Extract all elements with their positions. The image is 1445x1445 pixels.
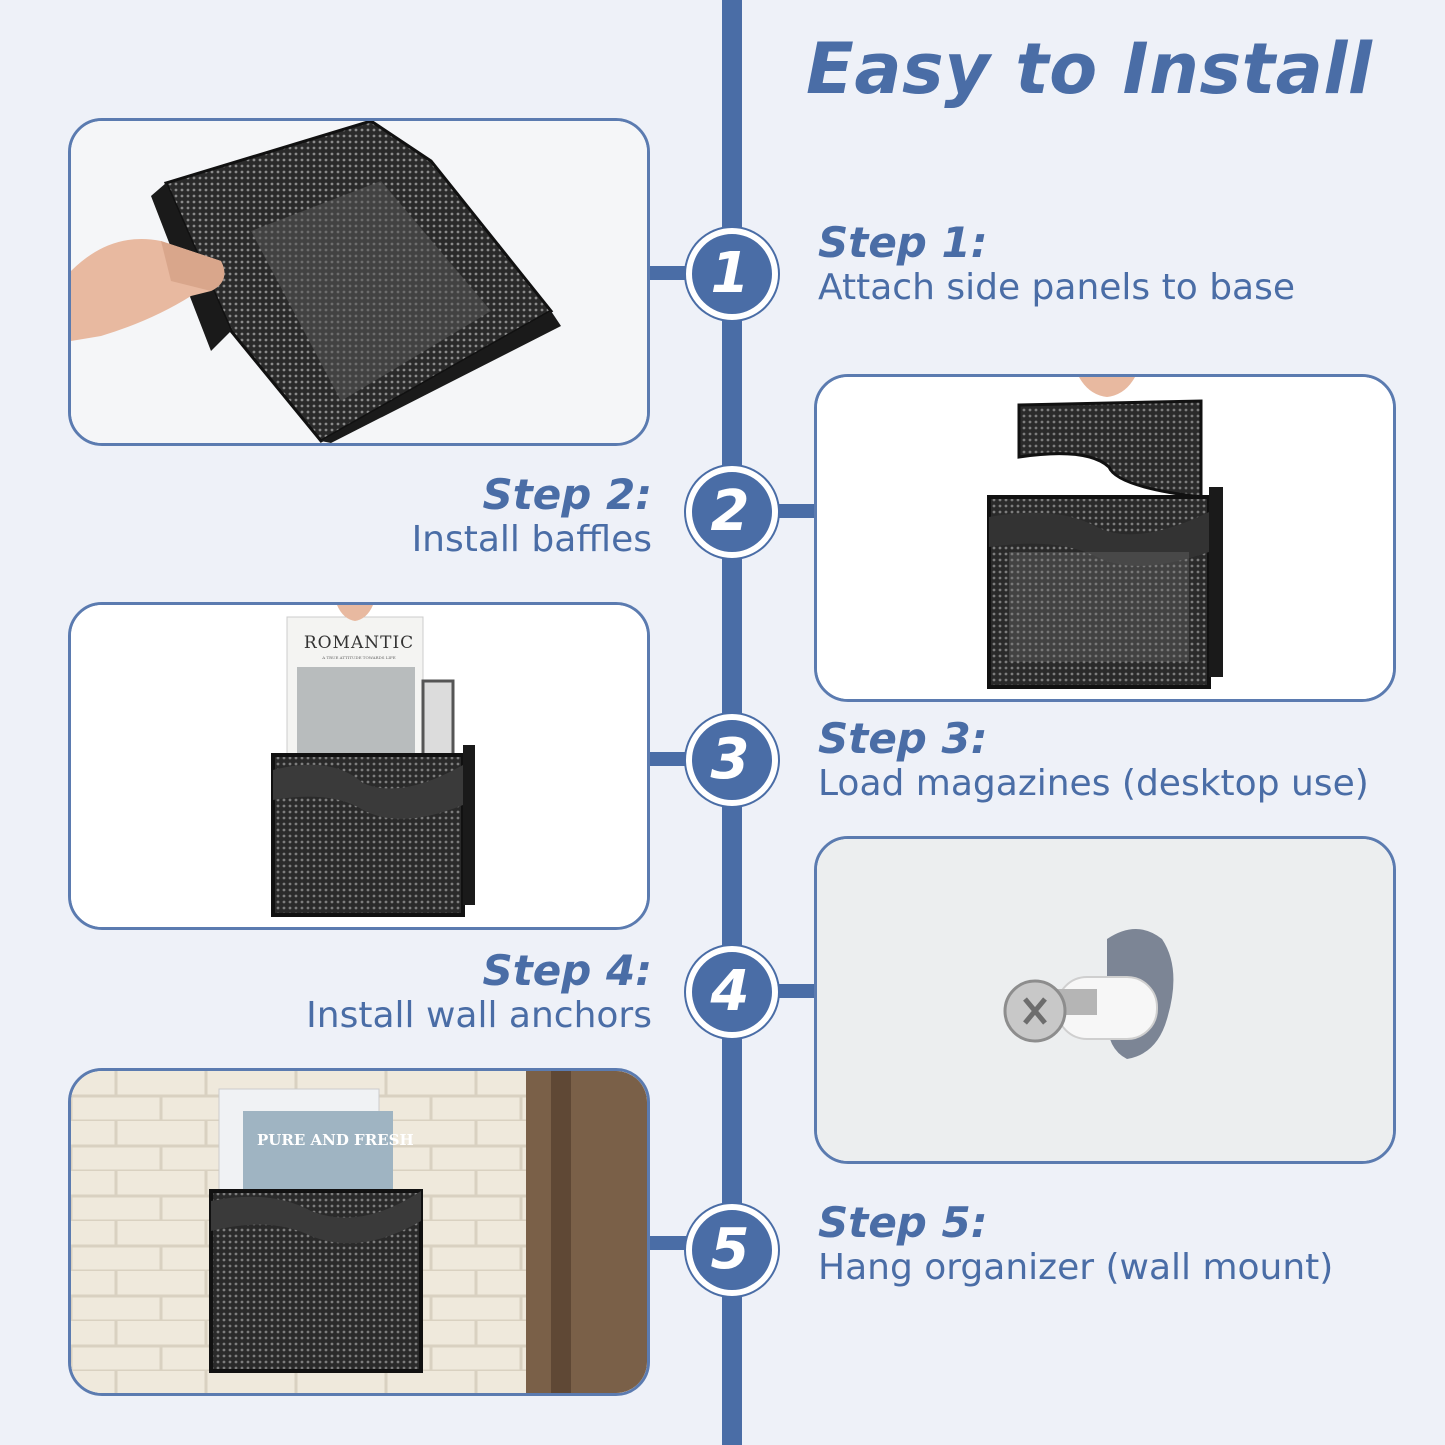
step-3-badge: 3 [686,714,778,806]
step-2-photo [814,374,1396,702]
step-4-number: 4 [710,959,750,1024]
step-4-heading: Step 4: [482,946,652,995]
step-3-heading: Step 3: [818,714,988,763]
step-4-description: Install wall anchors [306,995,652,1036]
step-1-description: Attach side panels to base [818,267,1296,308]
wall-mounted-illustration [71,1071,647,1393]
step-5-heading: Step 5: [818,1198,988,1247]
step-2-number: 2 [710,479,750,544]
step-1-heading: Step 1: [818,218,988,267]
step-3-text: Step 3: Load magazines (desktop use) [818,716,1369,806]
step-4-text: Step 4: Install wall anchors [306,948,652,1038]
step-2-badge: 2 [686,466,778,558]
magazine-loaded-illustration [71,605,647,927]
step-5-text: Step 5: Hang organizer (wall mount) [818,1200,1333,1290]
step-5-photo: PURE AND FRESH [68,1068,650,1396]
magazine-title-romantic: ROMANTIC [303,633,415,653]
magazine-subtitle-romantic: A TRUE ATTITUDE TOWARDS LIFE [322,655,396,660]
magazine-title-pure-and-fresh: PURE AND FRESH [257,1131,414,1149]
wall-anchor-illustration [817,839,1393,1161]
step-5-badge: 5 [686,1204,778,1296]
step-2-description: Install baffles [411,519,652,560]
step-3-number: 3 [710,727,750,792]
step-1-photo [68,118,650,446]
step-3-description: Load magazines (desktop use) [818,763,1369,804]
mesh-base-illustration [71,121,647,443]
step-1-badge: 1 [686,228,778,320]
step-1-number: 1 [710,241,750,306]
step-5-number: 5 [710,1217,750,1282]
step-5-description: Hang organizer (wall mount) [818,1247,1334,1288]
mesh-organizer-illustration [817,377,1393,699]
step-3-photo: ROMANTIC A TRUE ATTITUDE TOWARDS LIFE [68,602,650,930]
step-4-photo [814,836,1396,1164]
step-2-text: Step 2: Install baffles [412,472,652,562]
step-2-heading: Step 2: [482,470,652,519]
step-4-badge: 4 [686,946,778,1038]
step-1-text: Step 1: Attach side panels to base [818,220,1295,310]
page-title: Easy to Install [806,28,1373,110]
